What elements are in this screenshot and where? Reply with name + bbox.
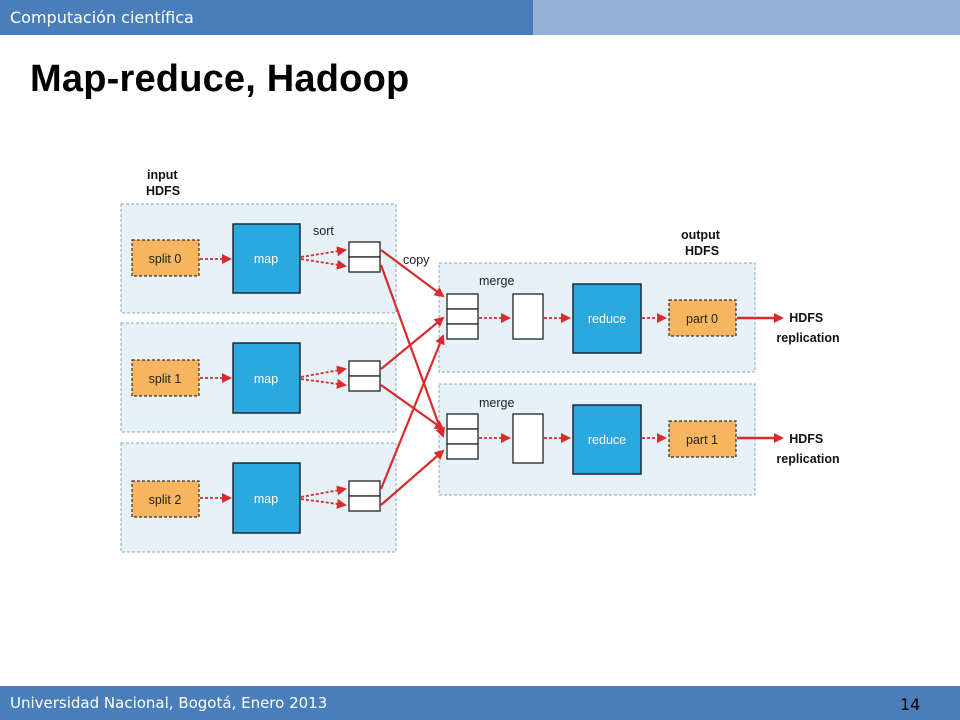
svg-text:split 0: split 0 — [149, 252, 182, 266]
merge-label-0: merge — [479, 274, 514, 288]
top-banner-light — [533, 0, 960, 35]
sort-buffer-0 — [348, 241, 381, 273]
sort-buffer-1 — [348, 360, 381, 392]
svg-text:reduce: reduce — [588, 312, 626, 326]
course-title: Computación científica — [10, 8, 194, 27]
hdfs-replication-1: HDFS replication — [776, 432, 839, 466]
reduce-box-1: reduce — [572, 404, 642, 475]
split-1: split 1 — [131, 359, 200, 397]
sort-buffer-2 — [348, 480, 381, 512]
merge-buffer-1 — [446, 413, 479, 460]
input-label: input HDFS — [146, 168, 181, 198]
merged-file-0 — [512, 293, 544, 340]
split-2: split 2 — [131, 480, 200, 518]
svg-text:split 2: split 2 — [149, 493, 182, 507]
reduce-box-0: reduce — [572, 283, 642, 354]
top-banner: Computación científica — [0, 0, 960, 35]
hdfs-replication-0: HDFS replication — [776, 311, 839, 345]
slide-title: Map-reduce, Hadoop — [30, 58, 410, 100]
svg-text:map: map — [254, 252, 278, 266]
merged-file-1 — [512, 413, 544, 464]
output-label: output HDFS — [681, 228, 723, 258]
page-number: 14 — [900, 695, 921, 714]
map-box-2: map — [232, 462, 301, 534]
svg-text:map: map — [254, 492, 278, 506]
svg-text:map: map — [254, 372, 278, 386]
part-0: part 0 — [668, 299, 737, 337]
split-0: split 0 — [131, 239, 200, 277]
svg-text:part 0: part 0 — [686, 312, 718, 326]
svg-text:reduce: reduce — [588, 433, 626, 447]
copy-label: copy — [403, 253, 430, 267]
top-banner-dark — [0, 0, 533, 35]
footer-bar: Universidad Nacional, Bogotá, Enero 2013… — [0, 686, 960, 720]
footer-institution: Universidad Nacional, Bogotá, Enero 2013 — [10, 694, 328, 712]
map-box-0: map — [232, 223, 301, 294]
merge-buffer-0 — [446, 293, 479, 340]
sort-label: sort — [313, 224, 334, 238]
svg-text:part 1: part 1 — [686, 433, 718, 447]
merge-label-1: merge — [479, 396, 514, 410]
map-box-1: map — [232, 342, 301, 414]
part-1: part 1 — [668, 420, 737, 458]
svg-text:split 1: split 1 — [149, 372, 182, 386]
